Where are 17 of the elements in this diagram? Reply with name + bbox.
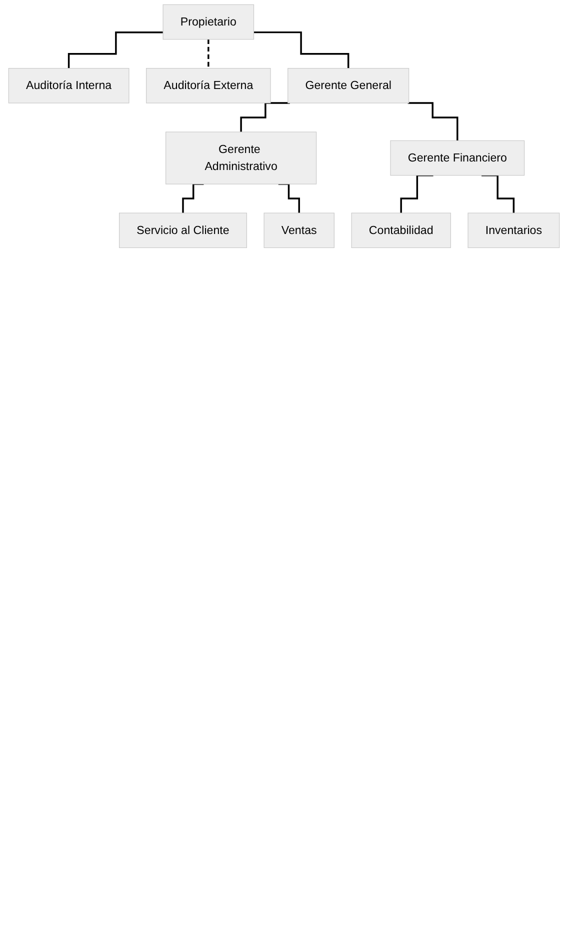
node-box: Ventas bbox=[263, 212, 334, 248]
node-box: Servicio al Cliente bbox=[118, 212, 246, 248]
connector bbox=[253, 31, 349, 70]
connector bbox=[67, 31, 163, 70]
connector bbox=[240, 102, 290, 133]
node-box: Gerente General bbox=[287, 68, 409, 104]
connector bbox=[407, 102, 458, 142]
node-box: Contabilidad bbox=[350, 212, 450, 248]
node-box: Auditoría Externa bbox=[146, 68, 270, 104]
node-box: Auditoría Interna bbox=[8, 68, 129, 104]
node-box: Inventarios bbox=[467, 212, 560, 248]
node-box: Gerente Administrativo bbox=[165, 132, 316, 184]
connector bbox=[207, 38, 209, 70]
node-box: Gerente Financiero bbox=[390, 140, 524, 176]
connector bbox=[481, 174, 514, 214]
node-box: Propietario bbox=[162, 4, 254, 40]
connector bbox=[400, 174, 433, 214]
